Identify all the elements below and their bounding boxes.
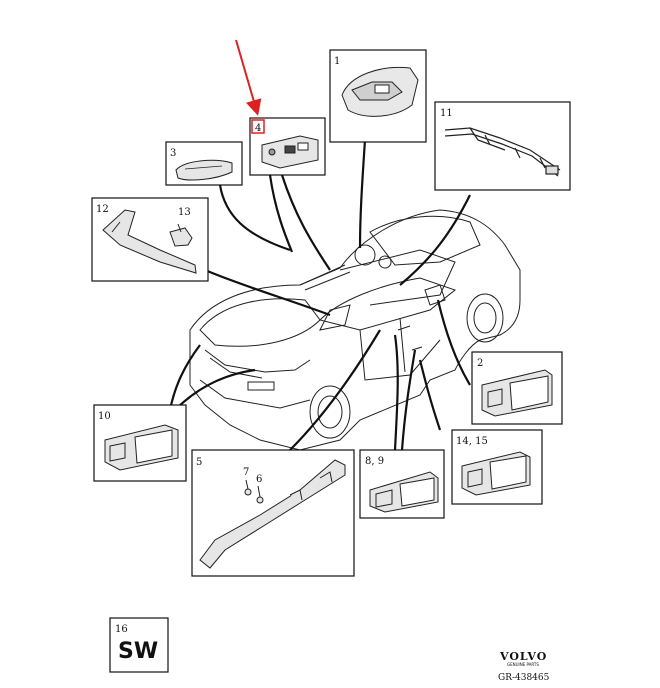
- socket-icon: [369, 471, 439, 513]
- callout-part-12-13[interactable]: 12 13: [91, 197, 209, 282]
- callout-part-2[interactable]: 2: [471, 351, 563, 425]
- leader-lines: [168, 139, 471, 451]
- brand-name: VOLVO: [499, 650, 547, 663]
- part-number-1: 1: [334, 56, 340, 67]
- callout-part-1[interactable]: 1: [329, 49, 427, 143]
- wiring-harness-icon: [444, 127, 561, 177]
- part-number-5: 5: [196, 457, 202, 468]
- bracket-icon: [199, 459, 346, 569]
- part-number-11: 11: [440, 108, 453, 119]
- rail-trim-icon: [102, 209, 197, 274]
- highlight-box: [251, 119, 265, 134]
- reference-number: GR-438465: [498, 673, 550, 683]
- socket-icon: [461, 451, 531, 496]
- callout-part-16-software[interactable]: 16 SW: [109, 617, 169, 673]
- part-number-13: 13: [178, 207, 191, 218]
- socket-icon: [481, 369, 553, 417]
- callout-part-8-9[interactable]: 8, 9: [359, 449, 445, 519]
- brand-tagline: GENUINE PARTS: [507, 662, 539, 667]
- socket-icon: [104, 424, 179, 471]
- callout-part-5[interactable]: 5 7 6: [191, 449, 355, 577]
- callout-part-3[interactable]: 3: [165, 141, 243, 186]
- part-number-10: 10: [98, 411, 111, 422]
- volvo-logo: VOLVO GENUINE PARTS: [499, 650, 547, 667]
- callout-part-11[interactable]: 11: [434, 101, 571, 191]
- part-number-4: 4: [255, 123, 261, 134]
- callout-part-10[interactable]: 10: [93, 404, 187, 482]
- part-number-3: 3: [170, 148, 176, 159]
- lamp-icon: [175, 159, 233, 181]
- car-illustration: [189, 209, 521, 451]
- clip-icon: [169, 223, 193, 247]
- part-number-14-15: 14, 15: [456, 436, 488, 447]
- callout-part-4[interactable]: 4: [249, 117, 326, 176]
- highlight-arrow: [235, 39, 262, 116]
- overhead-console-icon: [341, 66, 419, 117]
- part-number-2: 2: [477, 358, 483, 369]
- software-label: SW: [118, 639, 158, 664]
- part-number-8-9: 8, 9: [365, 456, 384, 467]
- callout-part-14-15[interactable]: 14, 15: [451, 429, 543, 505]
- switch-panel-icon: [261, 135, 319, 169]
- part-number-12: 12: [96, 204, 109, 215]
- part-number-6: 6: [256, 474, 262, 485]
- part-number-16: 16: [115, 624, 128, 635]
- part-number-7: 7: [243, 467, 249, 478]
